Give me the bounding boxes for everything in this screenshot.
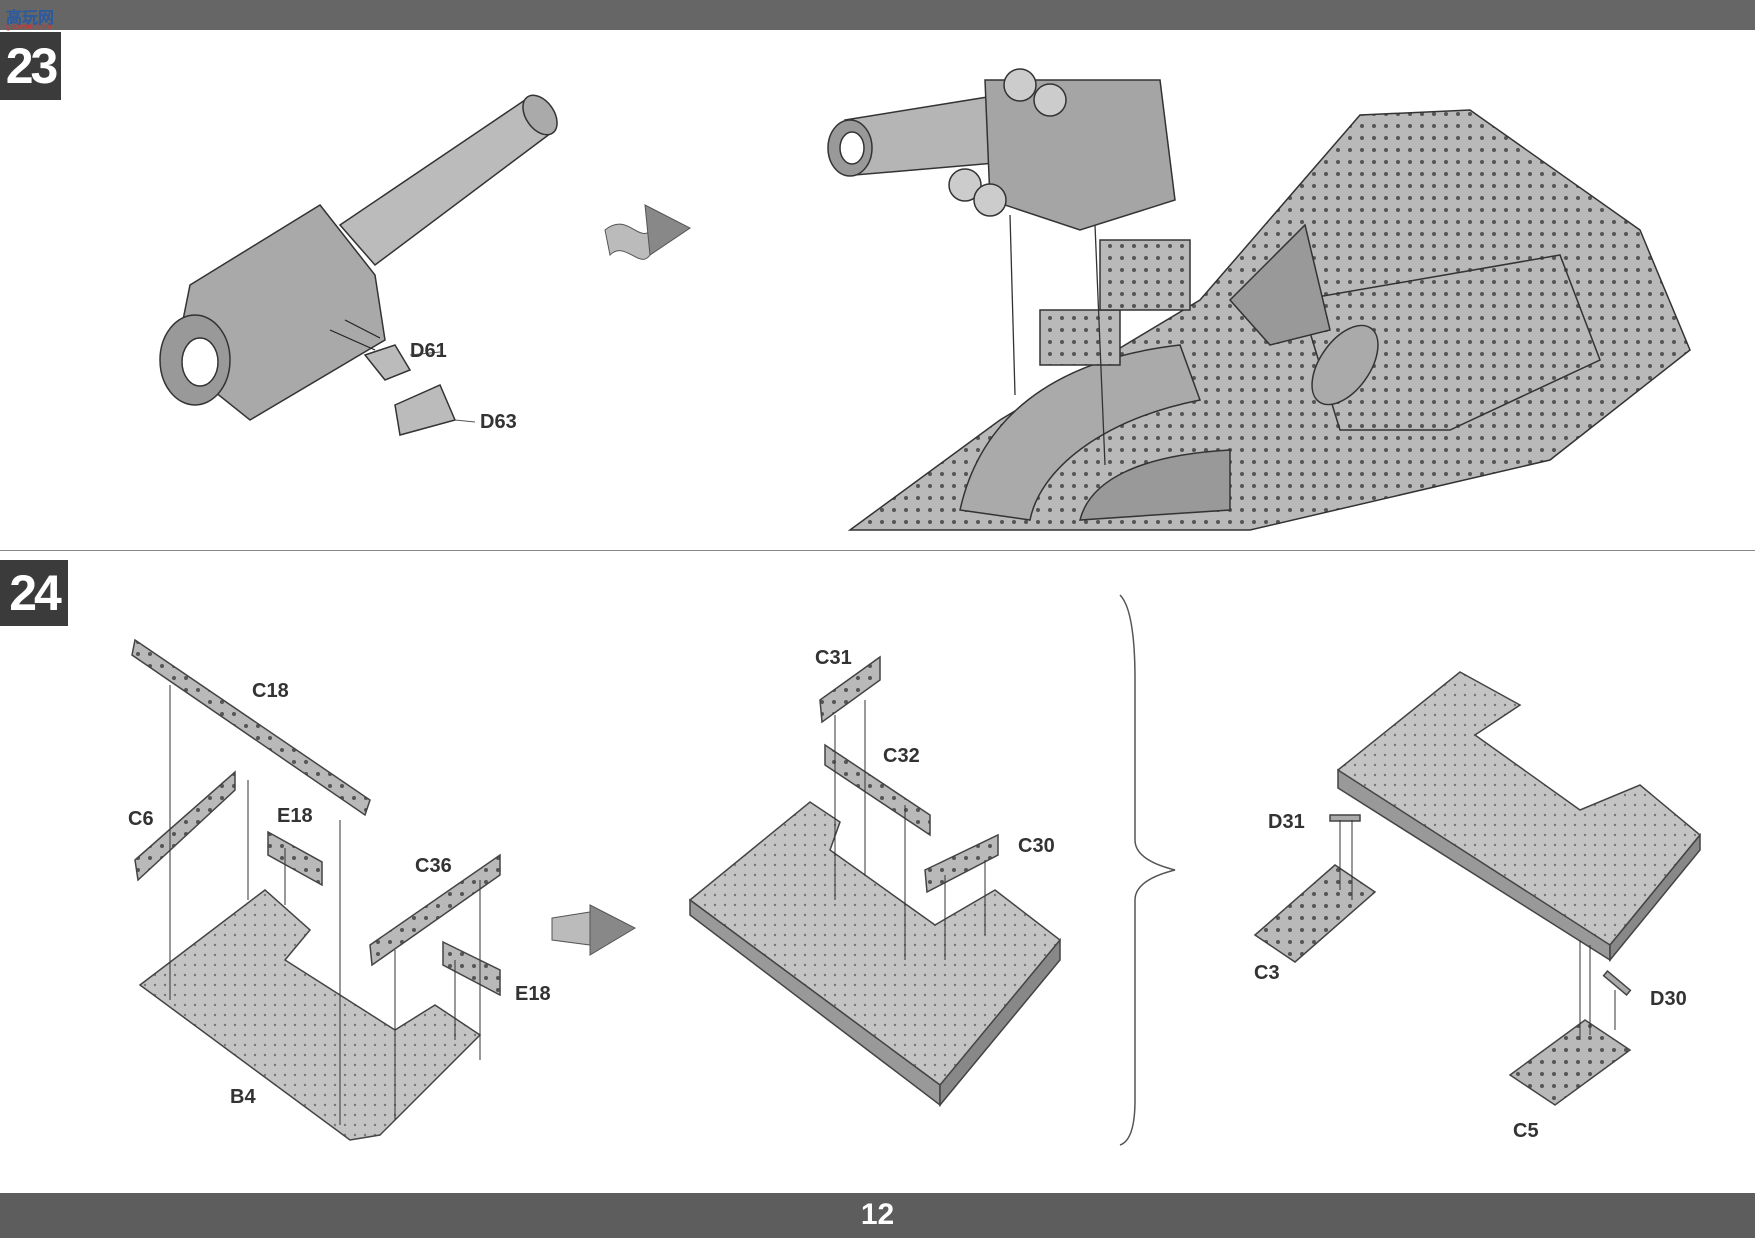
bottom-bar — [0, 1193, 1755, 1238]
step23-gun-barrel — [827, 68, 1176, 231]
step24-base-middle — [688, 655, 1062, 1108]
label-D30: D30 — [1650, 988, 1687, 1010]
step-24-number: 24 — [0, 560, 68, 626]
label-C32: C32 — [883, 745, 920, 767]
page-number: 12 — [860, 1198, 895, 1231]
label-B4: B4 — [230, 1086, 256, 1108]
step-23-number: 23 — [0, 32, 61, 100]
label-C6: C6 — [128, 808, 154, 830]
label-C5: C5 — [1513, 1120, 1539, 1142]
step24-brace — [1119, 594, 1176, 1146]
label-D31: D31 — [1268, 811, 1305, 833]
step23-barrel-left — [159, 94, 558, 436]
label-E18-bottom: E18 — [515, 983, 551, 1005]
site-logo-sub: gaowan.com — [6, 22, 52, 31]
top-bar — [0, 0, 1755, 30]
step24-left-arrows — [169, 685, 481, 1125]
label-C31: C31 — [815, 647, 852, 669]
step24-middle-arrows — [834, 700, 986, 960]
section-divider — [0, 550, 1755, 551]
step23-arrow — [604, 204, 691, 260]
label-C3: C3 — [1254, 962, 1280, 984]
step24-right-arrows — [1339, 820, 1616, 1040]
step23-carriage-assembly — [847, 109, 1691, 531]
label-D61: D61 — [410, 340, 447, 362]
label-C30: C30 — [1018, 835, 1055, 857]
label-C36: C36 — [415, 855, 452, 877]
step24-arrow — [551, 904, 637, 956]
step24-base-right — [1253, 671, 1702, 1106]
label-C18: C18 — [252, 680, 289, 702]
label-E18-top: E18 — [277, 805, 313, 827]
label-D63: D63 — [480, 411, 517, 433]
step24-base-left — [131, 638, 501, 1141]
site-logo: 高玩网 — [6, 10, 55, 27]
